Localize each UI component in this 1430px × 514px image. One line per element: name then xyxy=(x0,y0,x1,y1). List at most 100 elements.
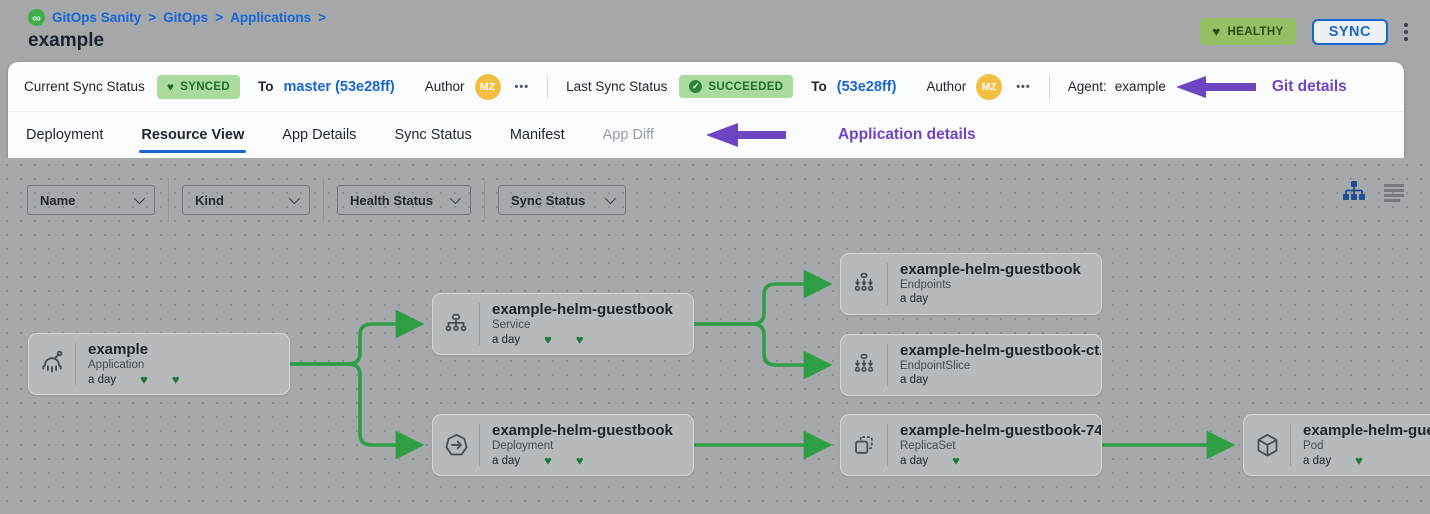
last-revision-link[interactable]: (53e28ff) xyxy=(836,78,897,95)
node-endpointslice-example-helm-guestbook-ct[interactable]: example-helm-guestbook-ct... EndpointSli… xyxy=(840,334,1102,396)
node-name: example-helm-guestbook-ct... xyxy=(900,342,1101,359)
tab-app-details[interactable]: App Details xyxy=(282,127,357,143)
node-name: example xyxy=(88,341,149,358)
node-service-example-helm-guestbook[interactable]: example-helm-guestbook Service a day ♥ ♥ xyxy=(432,293,694,355)
sync-button[interactable]: SYNC xyxy=(1311,18,1388,45)
node-age: a day xyxy=(900,293,929,305)
divider xyxy=(484,178,485,222)
breadcrumb-applications[interactable]: Applications xyxy=(230,10,312,25)
to-label: To xyxy=(257,79,274,94)
node-endpoints-example-helm-guestbook[interactable]: example-helm-guestbook Endpoints a day xyxy=(840,253,1102,315)
filter-label: Sync Status xyxy=(511,192,586,208)
divider xyxy=(887,424,888,466)
kebab-menu-icon[interactable] xyxy=(1404,22,1408,41)
gitops-logo-icon: ∞ xyxy=(28,9,45,26)
filter-sync-status-dropdown[interactable]: Sync Status xyxy=(498,185,626,215)
synced-badge-label: SYNCED xyxy=(180,80,230,93)
heart-icon: ♥ xyxy=(140,372,148,387)
breadcrumb-gitops[interactable]: GitOps xyxy=(163,10,209,25)
chevron-down-icon xyxy=(288,192,301,205)
chevron-down-icon xyxy=(604,192,617,205)
breadcrumb: ∞ GitOps Sanity > GitOps > Applications … xyxy=(28,9,326,26)
filter-label: Health Status xyxy=(350,192,434,208)
last-sync-status-label: Last Sync Status xyxy=(566,79,668,94)
filter-label: Name xyxy=(40,192,76,208)
application-details-annotation: Application details xyxy=(837,126,976,143)
resource-tree-canvas: Name Kind Health Status Sync Status xyxy=(0,158,1430,514)
deployment-icon xyxy=(433,415,479,475)
node-name: example-helm-guestbook xyxy=(492,301,673,318)
node-application-example[interactable]: example Application a day ♥ ♥ xyxy=(28,333,290,395)
divider xyxy=(75,343,76,385)
endpointslice-icon xyxy=(841,335,887,395)
ellipsis-icon[interactable]: ••• xyxy=(1016,80,1031,93)
current-revision-link[interactable]: master (53e28ff) xyxy=(283,78,395,95)
heart-icon: ♥ xyxy=(166,79,175,94)
node-pod-example-helm-guestbook[interactable]: example-helm-guest Pod a day ♥ xyxy=(1243,414,1430,476)
node-replicaset-example-helm-guestbook-74[interactable]: example-helm-guestbook-74... ReplicaSet … xyxy=(840,414,1102,476)
tab-sync-status[interactable]: Sync Status xyxy=(394,127,472,143)
node-name: example-helm-guest xyxy=(1303,422,1430,439)
divider xyxy=(547,74,549,99)
health-status-label: HEALTHY xyxy=(1227,25,1284,38)
divider xyxy=(479,424,480,466)
node-kind: Deployment xyxy=(492,440,554,452)
tab-app-diff[interactable]: App Diff xyxy=(602,127,654,143)
check-circle-icon: ✓ xyxy=(689,80,703,93)
health-status-badge: ♥ HEALTHY xyxy=(1200,18,1296,45)
heart-icon: ♥ xyxy=(544,332,552,347)
heart-icon: ♥ xyxy=(1212,24,1221,39)
filter-health-status-dropdown[interactable]: Health Status xyxy=(337,185,471,215)
tree-view-icon[interactable] xyxy=(1341,180,1366,203)
chevron-down-icon xyxy=(133,192,146,205)
ellipsis-icon[interactable]: ••• xyxy=(514,80,530,93)
git-details-annotation: Git details xyxy=(1271,77,1347,95)
heart-icon: ♥ xyxy=(952,453,960,468)
heart-icon: ♥ xyxy=(575,453,584,468)
agent-label: Agent: xyxy=(1067,79,1107,94)
heart-icon: ♥ xyxy=(544,453,552,468)
author-avatar: MZ xyxy=(976,73,1003,100)
node-age: a day xyxy=(900,374,929,386)
node-age: a day xyxy=(88,373,117,386)
divider xyxy=(1290,424,1291,466)
tab-deployment[interactable]: Deployment xyxy=(26,127,104,143)
to-label: To xyxy=(811,79,827,94)
agent-value: example xyxy=(1114,79,1166,94)
filter-label: Kind xyxy=(195,192,224,208)
divider xyxy=(168,178,169,222)
succeeded-badge-label: SUCCEEDED xyxy=(708,80,784,93)
node-kind: EndpointSlice xyxy=(900,360,971,372)
node-age: a day xyxy=(900,454,929,467)
succeeded-badge: ✓ SUCCEEDED xyxy=(679,75,794,98)
current-sync-status-label: Current Sync Status xyxy=(24,79,145,94)
node-kind: Service xyxy=(492,319,531,331)
divider xyxy=(479,303,480,345)
breadcrumb-gitops-sanity[interactable]: GitOps Sanity xyxy=(52,10,142,25)
synced-badge: ♥ SYNCED xyxy=(156,74,240,99)
node-age: a day xyxy=(1303,454,1332,467)
list-view-icon[interactable] xyxy=(1382,182,1406,202)
tab-manifest[interactable]: Manifest xyxy=(509,127,565,143)
tab-resource-view[interactable]: Resource View xyxy=(139,112,247,158)
pod-icon xyxy=(1244,415,1290,475)
node-name: example-helm-guestbook xyxy=(492,422,673,439)
app-details-panel: Current Sync Status ♥ SYNCED To master (… xyxy=(8,62,1404,158)
page-title: example xyxy=(28,30,105,51)
divider xyxy=(1048,74,1050,99)
tree-edges xyxy=(288,269,1236,460)
node-deployment-example-helm-guestbook[interactable]: example-helm-guestbook Deployment a day … xyxy=(432,414,694,476)
node-kind: ReplicaSet xyxy=(900,440,956,452)
filter-kind-dropdown[interactable]: Kind xyxy=(182,185,310,215)
tab-bar: Deployment Resource View App Details Syn… xyxy=(8,111,1404,158)
filter-name-dropdown[interactable]: Name xyxy=(27,185,155,215)
author-avatar: MZ xyxy=(474,73,501,100)
node-name: example-helm-guestbook xyxy=(900,261,1081,278)
filter-bar: Name Kind Health Status Sync Status xyxy=(27,178,626,222)
divider xyxy=(323,178,324,222)
view-toggle-group xyxy=(1341,180,1406,203)
chevron-down-icon xyxy=(449,192,462,205)
breadcrumb-separator: > xyxy=(318,10,326,25)
application-icon xyxy=(29,334,75,394)
service-icon xyxy=(433,294,479,354)
